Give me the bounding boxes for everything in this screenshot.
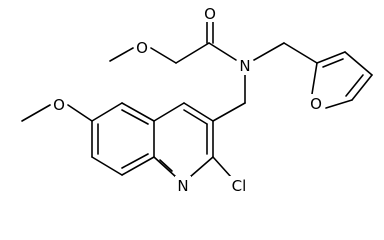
bond-lines: [21, 19, 373, 178]
bond-b-c5-c6: [91, 102, 123, 122]
bond-ch2-furan: [283, 42, 318, 64]
atom-bg-methoxy-oxygen: [51, 95, 67, 113]
bond-furan-2: [325, 99, 353, 109]
quinoline-nitrogen-label: N: [177, 177, 188, 195]
bond-nitrogen-ch2-right: [253, 42, 285, 61]
bond-carbonyl-nitrogen: [208, 42, 237, 61]
bond-furan-3: [351, 74, 373, 101]
carbonyl-oxygen-label: O: [204, 5, 216, 23]
bond-c2-chlorine: [212, 156, 232, 178]
bond-q-c4-c3: [183, 102, 214, 122]
bond-ether-ch2: [150, 47, 177, 64]
bond-q-n-c8a: [153, 156, 177, 178]
bond-b-c7-c8: [91, 156, 123, 176]
chlorine-label: Cl: [232, 177, 247, 195]
atom-bg-carbonyl-oxygen: [202, 4, 218, 22]
atom-bg-amide-nitrogen: [237, 57, 253, 75]
bond-b-c8-c8a: [121, 156, 155, 176]
bond-b-c8-c8a-inner: [121, 153, 149, 169]
ether-oxygen-label: O: [136, 39, 148, 57]
bond-ch2-quinoline: [212, 102, 246, 122]
furan-oxygen-label: O: [310, 95, 322, 113]
bond-methyl-ether: [109, 47, 134, 62]
bond-q-c2-n: [189, 156, 214, 178]
bond-methoxy-methyl: [21, 104, 51, 122]
atom-labels: O O N O O N Cl: [51, 4, 324, 195]
atom-bg-ether-oxygen: [134, 38, 150, 56]
bond-c6-methoxy-oxygen: [67, 104, 93, 122]
bond-b-c4a-c5-inner: [121, 109, 149, 125]
atom-bg-quinoline-nitrogen: [175, 176, 191, 194]
methoxy-oxygen-label: O: [53, 96, 65, 114]
atom-bg-chlorine: [228, 176, 250, 194]
bond-b-c4a-c5: [121, 102, 155, 122]
atom-bg-furan-oxygen: [308, 94, 324, 112]
amide-nitrogen-label: N: [239, 57, 250, 75]
bond-ch2-carbonyl: [175, 42, 210, 64]
bond-furan-1: [311, 62, 318, 95]
bond-q-c4-c3-inner: [183, 109, 208, 125]
bond-q-c4a-c4: [153, 102, 185, 122]
bond-furan-3-inner: [345, 74, 364, 97]
bond-furan-5: [316, 51, 346, 64]
bond-furan-4: [344, 51, 373, 76]
bond-q-n-c8a-inner: [159, 159, 173, 172]
chemical-structure-diagram: O O N O O N Cl: [21, 4, 373, 195]
bond-furan-5-inner: [322, 58, 344, 68]
